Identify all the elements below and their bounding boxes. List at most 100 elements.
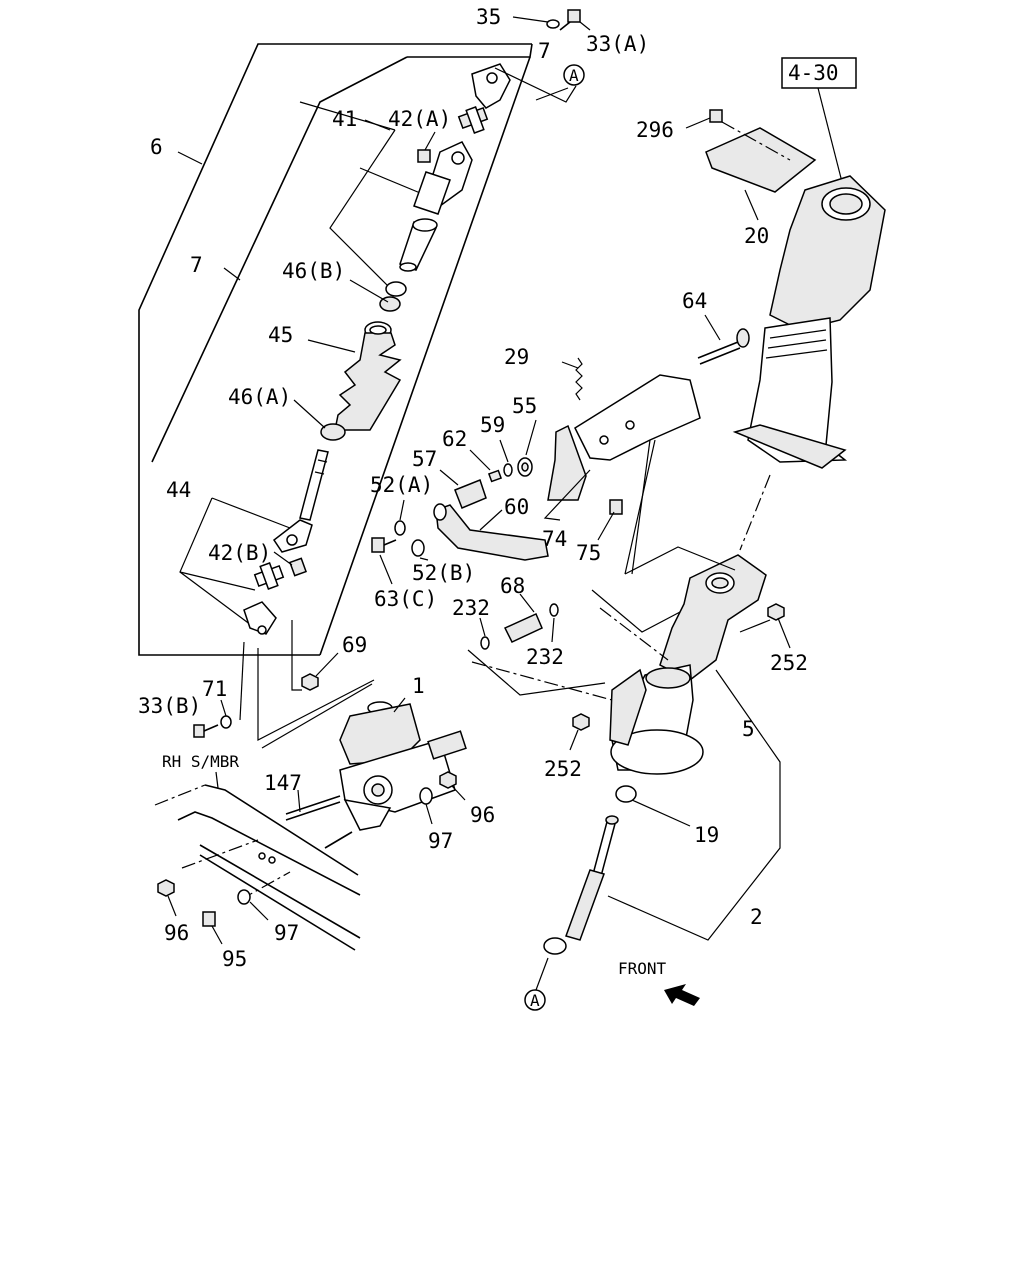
lever-boot-housing [732, 175, 886, 469]
label-69: 69 [342, 633, 367, 657]
washer-52a [394, 520, 406, 536]
lower-yoke-clamp [243, 601, 277, 635]
label-46a: 46(A) [228, 385, 291, 409]
screw-296 [709, 109, 791, 161]
label-64: 64 [682, 289, 707, 313]
label-74: 74 [542, 527, 567, 551]
bolt-42b [289, 557, 307, 577]
nut-252-upper [767, 603, 785, 621]
group-frame-44 [179, 497, 291, 629]
pin-62 [487, 469, 503, 483]
label-97-gear: 97 [428, 829, 453, 853]
bushing-46a [320, 423, 346, 441]
group-frame-6 [138, 43, 532, 656]
washer-97 [419, 787, 433, 805]
bolt-95 [202, 911, 216, 927]
label-60: 60 [504, 495, 529, 519]
label-252-left: 252 [544, 757, 582, 781]
label-19: 19 [694, 823, 719, 847]
label-20: 20 [744, 224, 769, 248]
rh-member-note: RH S/MBR [162, 752, 239, 789]
reference-box [781, 57, 857, 183]
label-296: 296 [636, 118, 674, 142]
label-52b: 52(B) [412, 561, 475, 585]
label-33b: 33(B) [138, 694, 201, 718]
cover-20 [705, 127, 817, 193]
label-46b: 46(B) [282, 259, 345, 283]
callout-a-lower: A [524, 989, 546, 1011]
label-35: 35 [476, 5, 501, 29]
callout-a-upper: A [563, 64, 585, 86]
reference-box-label: 4-30 [788, 61, 839, 85]
label-6: 6 [150, 135, 163, 159]
bolt-147 [285, 795, 341, 821]
washer-59 [503, 463, 513, 477]
label-41: 41 [332, 107, 357, 131]
lever-60 [433, 503, 549, 561]
label-44: 44 [166, 478, 191, 502]
label-7-lower: 7 [190, 253, 203, 277]
bolt-33b [193, 724, 219, 738]
washer-97b [237, 889, 251, 905]
label-45: 45 [268, 323, 293, 347]
front-note-text: FRONT [618, 959, 667, 978]
column-bracket-5 [609, 554, 767, 775]
shaft-upper-tube [399, 171, 451, 272]
collar-57 [454, 479, 487, 509]
gear-leader-lines [239, 620, 375, 749]
label-97-member: 97 [274, 921, 299, 945]
label-29: 29 [504, 345, 529, 369]
label-63c: 63(C) [374, 587, 437, 611]
label-232-left: 232 [452, 596, 490, 620]
nut-96b [157, 879, 175, 897]
boot-45 [334, 321, 402, 431]
label-33a: 33(A) [586, 32, 649, 56]
bolt-35-washer [546, 19, 560, 29]
steering-gear-box-1 [339, 701, 467, 831]
lower-yoke-44 [272, 519, 313, 553]
label-62: 62 [442, 427, 467, 451]
label-59: 59 [480, 413, 505, 437]
washer-52b [411, 539, 425, 557]
label-95: 95 [222, 947, 247, 971]
label-147: 147 [264, 771, 302, 795]
right-connection-lines [467, 67, 781, 991]
part-labels: 35 33(A) 7 6 7 41 42(A) 46(B) 45 46(A) 4… [138, 5, 839, 971]
label-52a: 52(A) [370, 473, 433, 497]
rh-member-note-text: RH S/MBR [162, 752, 239, 771]
label-leaders [167, 16, 791, 945]
callout-a-upper-text: A [569, 66, 579, 85]
callout-a-lower-text: A [530, 991, 540, 1010]
front-indicator: FRONT [618, 959, 700, 1006]
label-71: 71 [202, 677, 227, 701]
label-68: 68 [500, 574, 525, 598]
label-96-member: 96 [164, 921, 189, 945]
upper-yoke-part-7 [457, 63, 511, 134]
bolt-64 [697, 328, 750, 365]
label-252-right: 252 [770, 651, 808, 675]
label-1: 1 [412, 674, 425, 698]
label-75: 75 [576, 541, 601, 565]
nut-69 [301, 673, 319, 691]
washer-71 [220, 715, 232, 729]
oring-19 [615, 785, 637, 803]
nut-252-lower [572, 713, 590, 731]
front-arrow-icon [664, 984, 700, 1006]
label-42b: 42(B) [208, 541, 271, 565]
label-55: 55 [512, 394, 537, 418]
label-2: 2 [750, 905, 763, 929]
spider-joint [253, 562, 285, 590]
bushing-46b [379, 281, 407, 312]
pin-68 [480, 603, 559, 650]
label-5: 5 [742, 717, 755, 741]
nut-96 [439, 771, 457, 789]
label-42a: 42(A) [388, 107, 451, 131]
label-232-right: 232 [526, 645, 564, 669]
bolt-63c [371, 537, 397, 553]
lower-spline-shaft [299, 449, 329, 521]
washer-55 [517, 457, 533, 477]
group-frame-7 [151, 43, 533, 656]
bolt-75 [609, 499, 623, 515]
bracket-74 [547, 374, 701, 501]
